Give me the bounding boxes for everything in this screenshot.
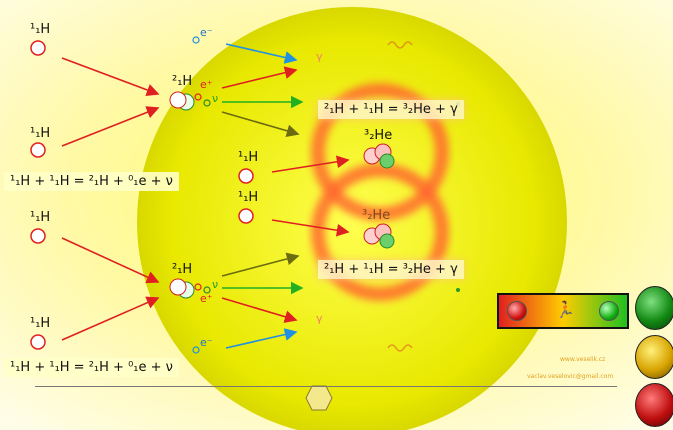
proton-label: ¹₁H (238, 190, 259, 205)
status-panel: 🏃 (497, 293, 629, 329)
helium3-nucleus-bottom (363, 223, 395, 249)
equation-pp-top: ¹₁H + ¹₁H = ²₁H + ⁰₁e + ν (4, 172, 179, 191)
electron-label: e⁻ (200, 26, 213, 39)
gamma-wave-icon (387, 344, 413, 352)
deuterium-label: ²₁H (172, 262, 193, 277)
watermark-email: vaclav.veselovic@gmail.com (527, 373, 614, 380)
deuterium-nucleus-top (169, 91, 195, 111)
gamma-label: γ (316, 50, 323, 63)
slider-thumb[interactable] (307, 388, 333, 410)
red-button[interactable] (635, 383, 673, 427)
proton-label: ¹₁H (238, 150, 259, 165)
neutrino-dot (456, 288, 460, 292)
positron-label: e⁺ (200, 78, 213, 91)
deuterium-nucleus-bottom (169, 278, 195, 299)
sun-core (137, 7, 567, 430)
reaction-arrows (61, 43, 350, 349)
proton-circles (30, 40, 254, 350)
electron-label: e⁻ (200, 336, 213, 349)
positron-label: e⁺ (200, 292, 213, 305)
slider-track[interactable] (35, 386, 617, 387)
equation-he3-top: ²₁H + ¹₁H = ³₂He + γ (318, 100, 464, 119)
neutrino-label: ν (212, 92, 219, 105)
helium3-label: ³₂He (364, 128, 393, 143)
deuterium-label: ²₁H (172, 74, 193, 89)
proton-label: ¹₁H (30, 22, 51, 37)
proton-label: ¹₁H (30, 316, 51, 331)
stop-lamp-icon[interactable] (507, 301, 527, 321)
proton-label: ¹₁H (30, 210, 51, 225)
equation-pp-bottom: ¹₁H + ¹₁H = ²₁H + ⁰₁e + ν (4, 358, 179, 377)
yellow-button[interactable] (635, 335, 673, 379)
helium3-label: ³₂He (362, 208, 391, 223)
proton-label: ¹₁H (30, 126, 51, 141)
neutrino-label: ν (212, 278, 219, 291)
fusion-glow-rings (311, 83, 449, 301)
running-person-icon: 🏃 (555, 300, 575, 319)
watermark-website: www.veselik.cz (560, 356, 606, 363)
green-button[interactable] (635, 286, 673, 330)
gamma-wave-icon (387, 41, 413, 49)
go-lamp-icon[interactable] (599, 301, 619, 321)
helium3-nucleus-top (363, 143, 395, 169)
gamma-label: γ (316, 312, 323, 325)
emitted-particles (192, 36, 211, 354)
equation-he3-bottom: ²₁H + ¹₁H = ³₂He + γ (318, 260, 464, 279)
